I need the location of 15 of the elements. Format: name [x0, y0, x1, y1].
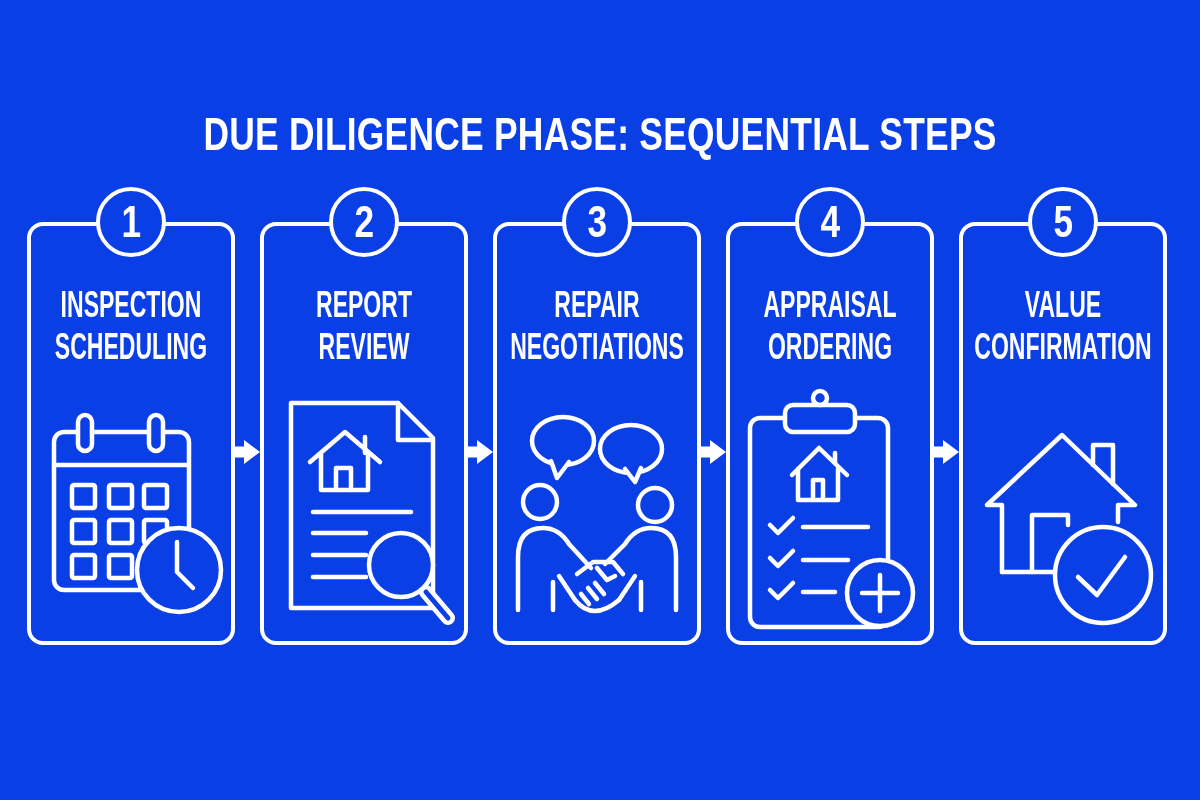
step-number: 2	[329, 187, 399, 257]
step-title: VALUE CONFIRMATION	[973, 284, 1153, 368]
arrow	[235, 440, 260, 464]
step-number: 4	[795, 187, 865, 257]
step-title: INSPECTION SCHEDULING	[53, 284, 209, 368]
arrow	[701, 440, 726, 464]
step-number: 1	[96, 187, 166, 257]
step-title: REPORT REVIEW	[315, 284, 413, 368]
diagram-title: DUE DILIGENCE PHASE: SEQUENTIAL STEPS	[203, 107, 997, 162]
step-number: 5	[1028, 187, 1098, 257]
step-number: 3	[562, 187, 632, 257]
arrow	[934, 440, 959, 464]
step-title: APPRAISAL ORDERING	[762, 284, 898, 368]
arrow	[468, 440, 493, 464]
step-title: REPAIR NEGOTIATIONS	[509, 284, 685, 368]
